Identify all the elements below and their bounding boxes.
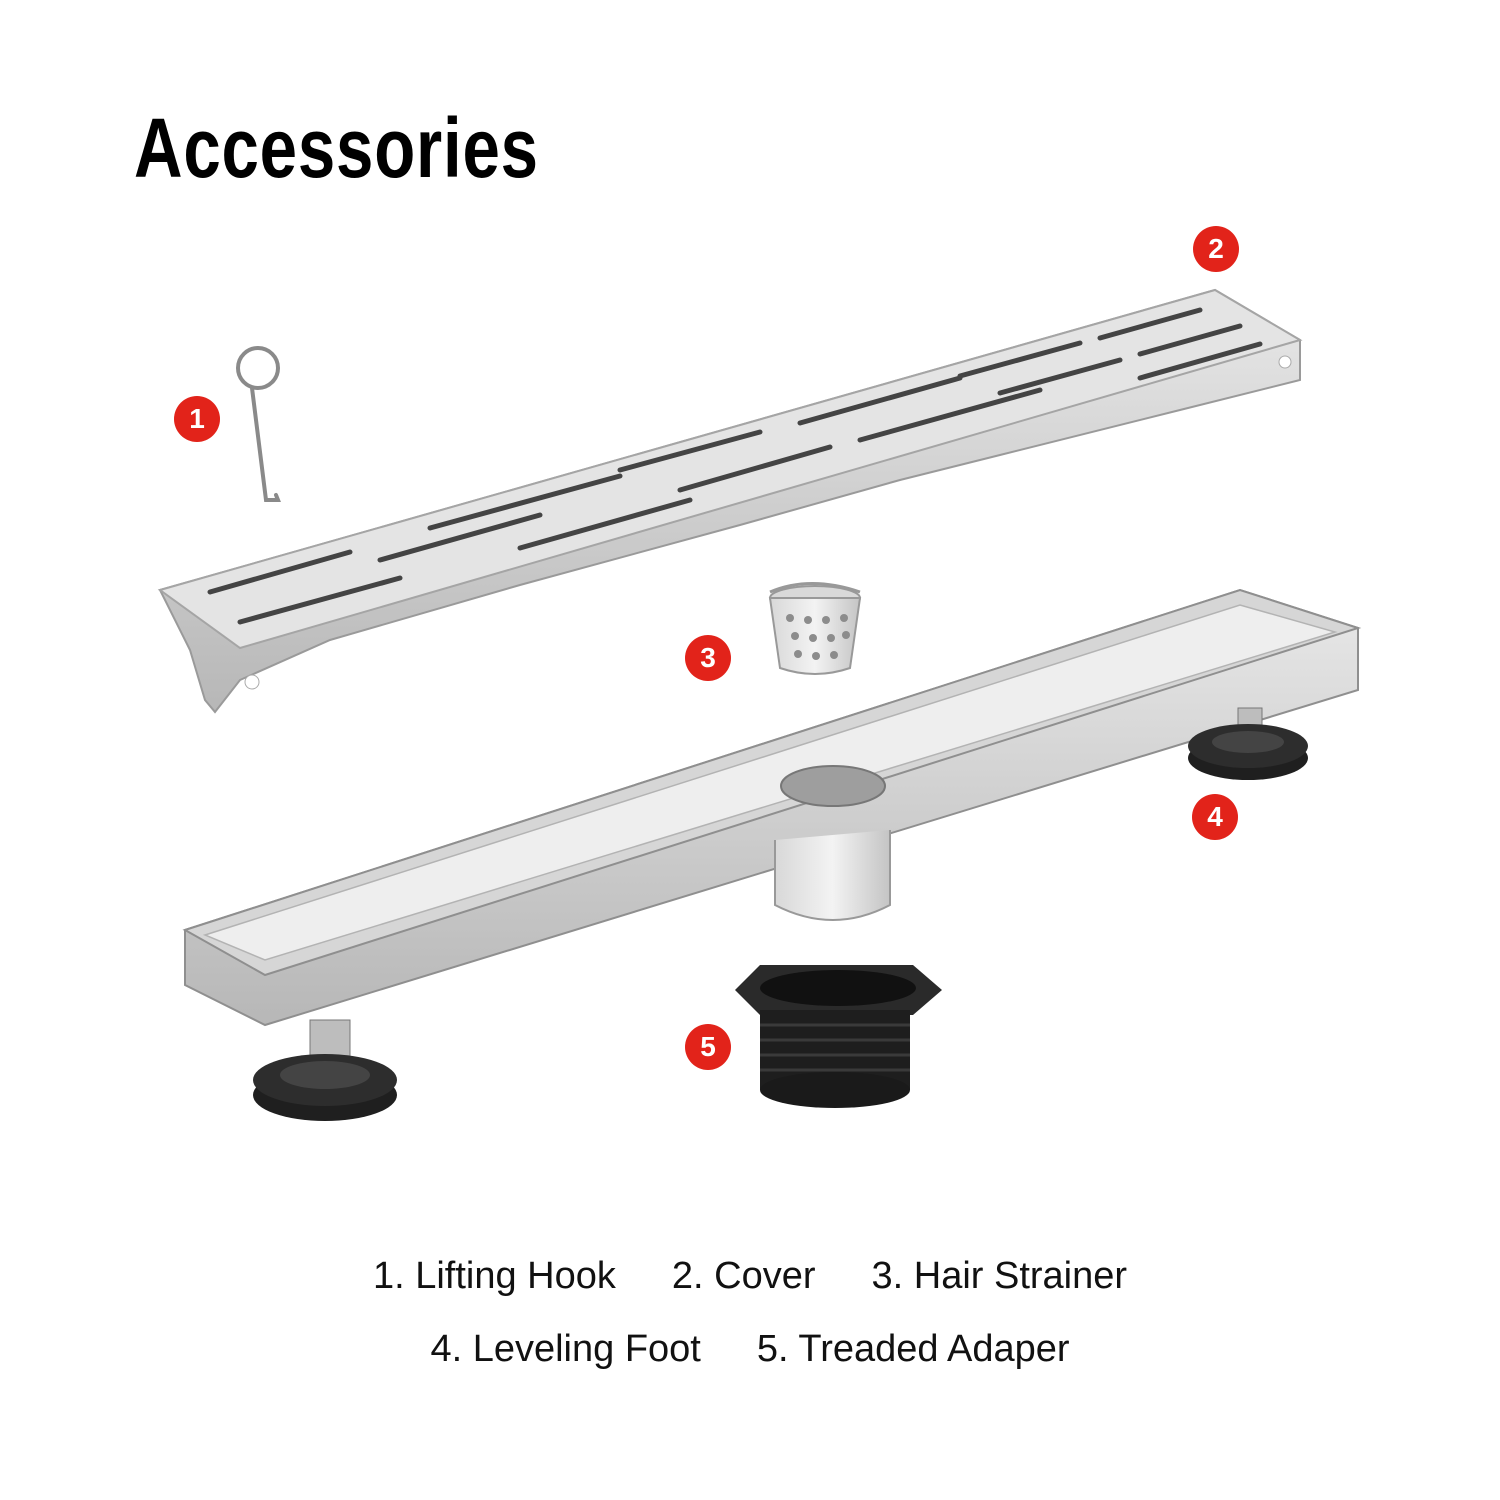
- legend-item-lifting-hook: 1. Lifting Hook: [372, 1255, 616, 1297]
- lifting-hook-icon: [236, 346, 281, 502]
- threaded-adapter-icon: [735, 965, 942, 1108]
- legend-item-treaded-adaper: 5. Treaded Adaper: [756, 1328, 1070, 1370]
- marker-3: 3: [685, 635, 731, 681]
- page-title: Accessories: [134, 101, 539, 195]
- drain-channel-icon: [182, 588, 1362, 1027]
- marker-1: 1: [174, 396, 220, 442]
- legend-item-hair-strainer: 3. Hair Strainer: [871, 1255, 1128, 1297]
- hair-strainer-icon: [768, 582, 862, 675]
- marker-4: 4: [1192, 794, 1238, 840]
- leveling-foot-icon: [253, 707, 1308, 1121]
- drain-cover-icon: [157, 288, 1303, 714]
- legend-item-leveling-foot: 4. Leveling Foot: [430, 1328, 701, 1370]
- marker-2: 2: [1193, 226, 1239, 272]
- legend-row-2: 4. Leveling Foot 5. Treaded Adaper: [0, 1328, 1500, 1371]
- legend-row-1: 1. Lifting Hook 2. Cover 3. Hair Straine…: [0, 1255, 1500, 1298]
- marker-5: 5: [685, 1024, 731, 1070]
- legend-item-cover: 2. Cover: [671, 1255, 816, 1297]
